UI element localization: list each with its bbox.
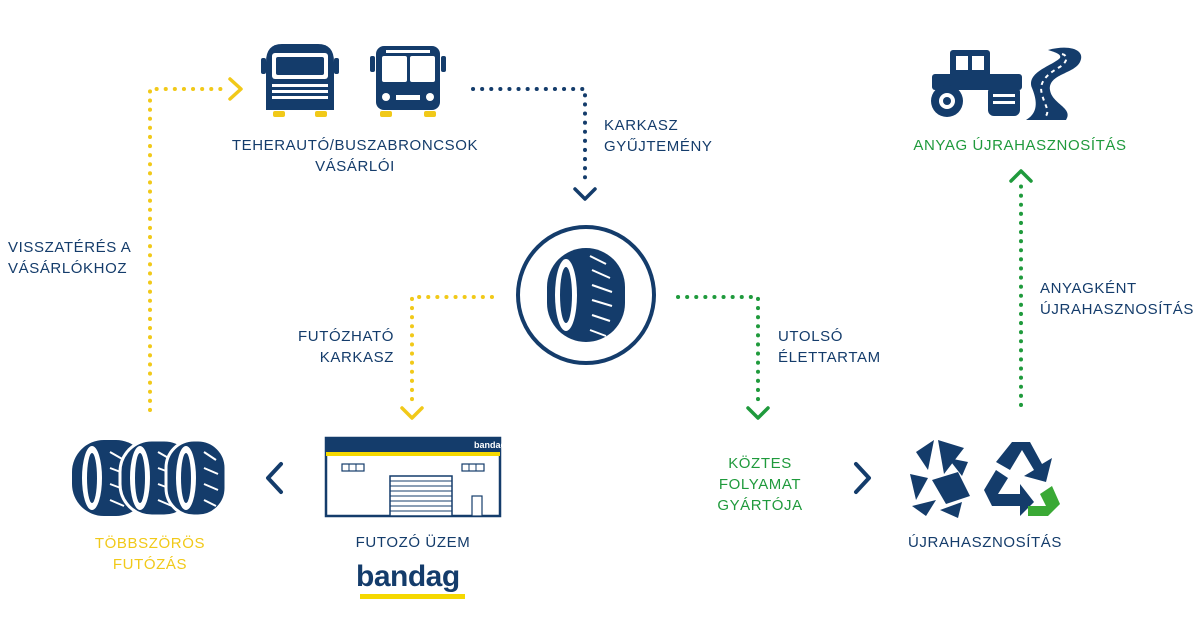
retreadable-casing-label: FUTÓZHATÓ KARKASZ [240,326,394,368]
arrow-down-icon [746,406,770,420]
intermediate-processor-line2: FOLYAMAT [718,476,802,493]
tire-stack-icon [72,438,228,518]
as-material-label: ANYAGKÉNT ÚJRAHASZNOSÍTÁS [1040,278,1194,320]
return-label-line2: VÁSÁRLÓKHOZ [8,260,128,277]
recycling-label: ÚJRAHASZNOSÍTÁS [907,534,1063,551]
shredded-tire-icon [910,440,970,518]
bandag-logo: bandag [356,560,460,593]
connector-retreadable-casing [410,295,494,402]
factory-sign-text: bandag [474,440,506,450]
bandag-logo-underline [360,594,465,599]
connector-end-of-life [676,295,760,402]
multiple-retreading-label: TÖBBSZÖRÖS FUTÓZÁS [60,533,240,575]
arrow-down-icon [573,187,597,201]
intermediate-processor-line1: KÖZTES [728,455,792,472]
buyers-label-line1: TEHERAUTÓ/BUSZABRONCSOK [231,137,479,154]
tire-icon [516,225,656,365]
intermediate-processor-line3: GYÁRTÓJA [717,497,803,514]
truck-icon [261,44,339,117]
bus-icon [370,46,446,117]
casing-collection-line2: GYŰJTEMÉNY [604,138,713,155]
retreadable-casing-line1: FUTÓZHATÓ [298,328,394,345]
chevron-left-icon [266,462,283,494]
road-roller-icon [931,50,1022,117]
end-of-life-label: UTOLSÓ ÉLETTARTAM [778,326,881,368]
arrow-down-icon [400,406,424,420]
as-material-line1: ANYAGKÉNT [1040,280,1137,297]
arrow-up-icon [1009,169,1033,183]
as-material-line2: ÚJRAHASZNOSÍTÁS [1040,301,1195,318]
chevron-right-icon [854,462,871,494]
road-icon [1026,47,1082,120]
multiple-retreading-line1: TÖBBSZÖRÖS [94,535,206,552]
connector-casing-collection [471,87,587,182]
recycle-icon [984,442,1060,516]
retreadable-casing-line2: KARKASZ [319,349,394,366]
buyers-label-line2: VÁSÁRLÓI [315,158,395,175]
buyers-label: TEHERAUTÓ/BUSZABRONCSOK VÁSÁRLÓI [200,135,510,177]
retread-factory-icon: bandag [324,436,506,518]
retread-plant-label: FUTOZÓ ÜZEM [355,534,471,551]
arrow-right-icon [228,77,243,101]
end-of-life-line2: ÉLETTARTAM [778,349,881,366]
multiple-retreading-line2: FUTÓZÁS [112,556,188,573]
material-recycling-title: ANYAG ÚJRAHASZNOSÍTÁS [913,137,1127,154]
end-of-life-line1: UTOLSÓ [778,328,844,345]
intermediate-processor-label: KÖZTES FOLYAMAT GYÁRTÓJA [680,453,840,516]
return-label: VISSZATÉRÉS A VÁSÁRLÓKHOZ [8,237,131,279]
casing-collection-label: KARKASZ GYŰJTEMÉNY [604,115,713,157]
return-label-line1: VISSZATÉRÉS A [8,239,132,256]
casing-collection-line1: KARKASZ [604,117,679,134]
